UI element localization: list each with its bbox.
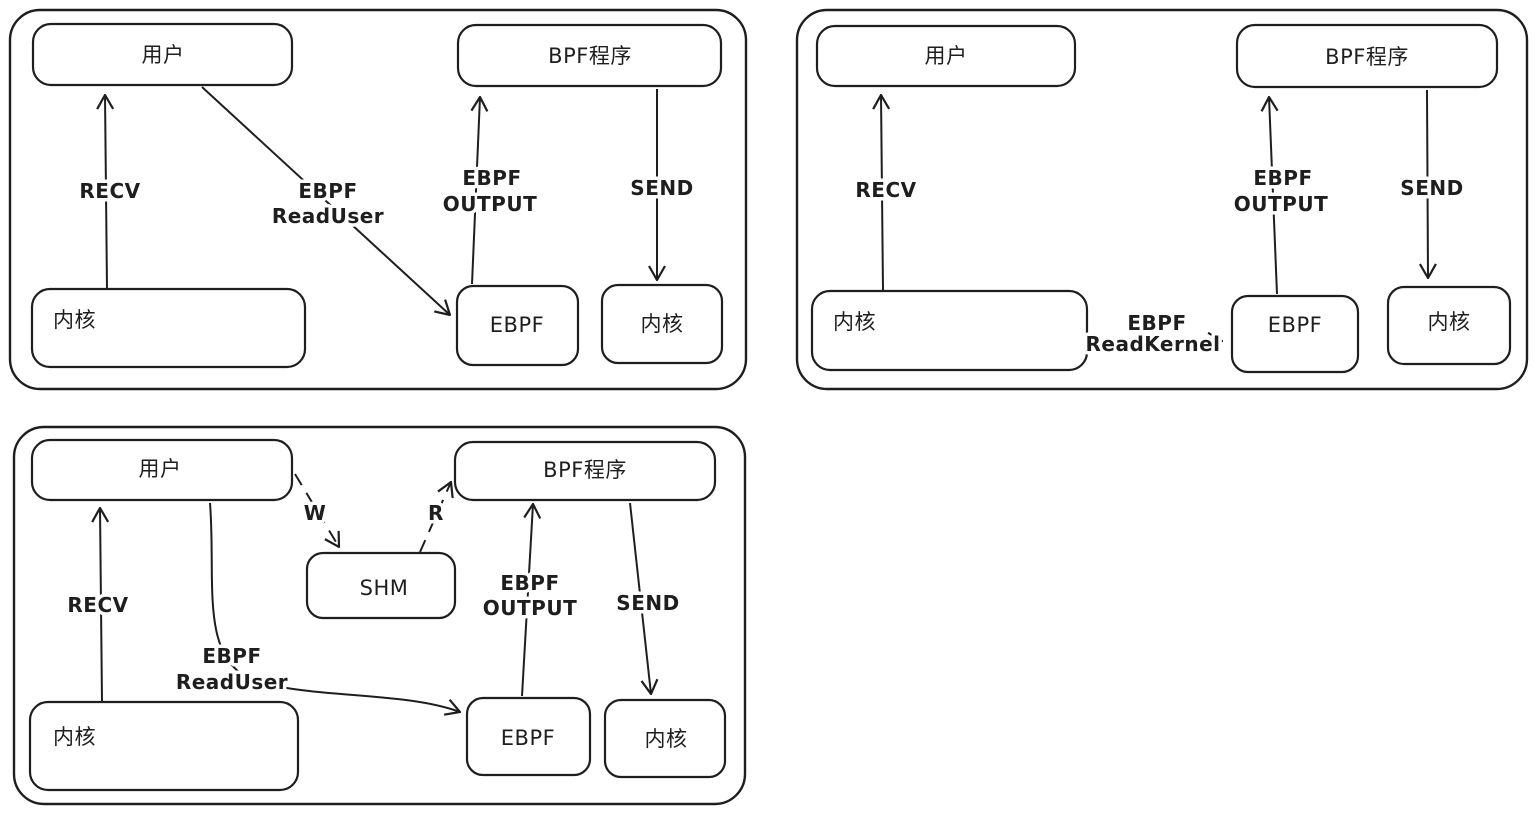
node-user-c-label: 用户 <box>139 457 182 481</box>
edge-send-b-label: SEND <box>1400 176 1463 200</box>
edge-write-shm-c <box>294 473 339 547</box>
node-kernel-c-label: 内核 <box>53 725 96 749</box>
edge-ebpf-readuser-c <box>209 502 460 712</box>
node-bpf-program-b-label: BPF程序 <box>1325 45 1409 69</box>
edge-recv-c-label: RECV <box>67 593 128 617</box>
node-user-b-label: 用户 <box>925 44 968 68</box>
panel-top-left-border <box>8 8 748 391</box>
edge-recv-c <box>100 508 102 703</box>
edge-ebpf-output-c-label-2: OUTPUT <box>483 596 577 620</box>
edge-send-a-label: SEND <box>630 176 693 200</box>
edge-ebpf-readkernel-b-label-1: EBPF <box>1127 311 1186 335</box>
panel-top-right: 用户 BPF程序 内核 EBPF 内核 RECV EBPF ReadKernel… <box>795 8 1529 391</box>
edge-ebpf-output-b-label-2: OUTPUT <box>1234 192 1328 216</box>
node-bpf-program-a-label: BPF程序 <box>548 44 632 68</box>
edge-ebpf-output-a-label-1: EBPF <box>462 166 521 190</box>
edge-write-shm-c-label: W <box>304 501 327 525</box>
node-shm-c <box>305 551 457 620</box>
edge-recv-b-label: RECV <box>855 178 916 202</box>
edge-send-c <box>629 502 651 694</box>
edge-recv-a-label: RECV <box>79 179 140 203</box>
edge-ebpf-output-c-label-1: EBPF <box>500 571 559 595</box>
edge-recv-a <box>105 95 107 290</box>
panel-bottom-left-border <box>12 425 747 806</box>
node-kernel-b-label: 内核 <box>833 310 876 334</box>
node-bpf-program-c <box>453 440 717 502</box>
edge-ebpf-output-b-label-1: EBPF <box>1253 166 1312 190</box>
edge-ebpf-readuser-a-label-2: ReadUser <box>272 204 384 228</box>
edge-send-c-label: SEND <box>616 591 679 615</box>
edge-ebpf-readuser-c-label-1: EBPF <box>202 644 261 668</box>
node-ebpf-a-label: EBPF <box>490 313 544 337</box>
node-kernel-right-b-label: 内核 <box>1428 310 1471 334</box>
node-kernel-right-c-label: 内核 <box>645 727 688 751</box>
node-user-a <box>31 22 294 87</box>
edge-ebpf-readkernel-b-label-2: ReadKernel <box>1085 332 1220 356</box>
edge-read-shm-c-label: R <box>428 501 444 525</box>
edge-send-b <box>1427 89 1428 278</box>
edge-ebpf-readuser-a-label-1: EBPF <box>298 179 357 203</box>
node-kernel-a-label: 内核 <box>53 308 96 332</box>
edge-ebpf-output-c <box>521 504 533 697</box>
node-kernel-right-a-label: 内核 <box>641 312 684 336</box>
node-kernel-right-c <box>603 698 727 779</box>
node-ebpf-c <box>465 696 592 777</box>
edge-recv-b <box>881 95 883 292</box>
node-ebpf-c-label: EBPF <box>501 726 555 750</box>
node-bpf-program-b <box>1235 23 1499 89</box>
panel-top-right-border <box>795 8 1529 391</box>
node-bpf-program-c-label: BPF程序 <box>543 458 627 482</box>
node-bpf-program-a <box>456 23 723 88</box>
edge-ebpf-output-a <box>472 97 480 285</box>
panel-bottom-left: 用户 BPF程序 SHM 内核 EBPF 内核 RECV W R EBPF Re… <box>12 425 747 806</box>
node-shm-c-label: SHM <box>360 576 409 600</box>
node-user-a-label: 用户 <box>142 43 185 67</box>
edge-ebpf-readuser-a <box>201 86 450 315</box>
node-ebpf-b-label: EBPF <box>1268 313 1322 337</box>
panel-top-left: 用户 BPF程序 内核 EBPF 内核 RECV EBPF ReadUser E… <box>8 8 748 391</box>
node-kernel-right-b <box>1386 285 1512 366</box>
node-user-c <box>30 438 294 502</box>
node-ebpf-a <box>455 284 580 367</box>
edge-read-shm-c <box>419 482 451 553</box>
node-ebpf-b <box>1230 294 1360 374</box>
edge-ebpf-output-b <box>1269 97 1277 295</box>
node-kernel-b <box>810 289 1089 372</box>
node-kernel-a <box>30 287 307 369</box>
edge-ebpf-readuser-c-label-2: ReadUser <box>176 670 288 694</box>
node-kernel-right-a <box>600 283 724 365</box>
node-kernel-c <box>28 700 300 792</box>
node-user-b <box>815 24 1077 88</box>
edge-ebpf-output-a-label-2: OUTPUT <box>443 192 537 216</box>
edge-ebpf-readkernel-b <box>1089 339 1222 341</box>
